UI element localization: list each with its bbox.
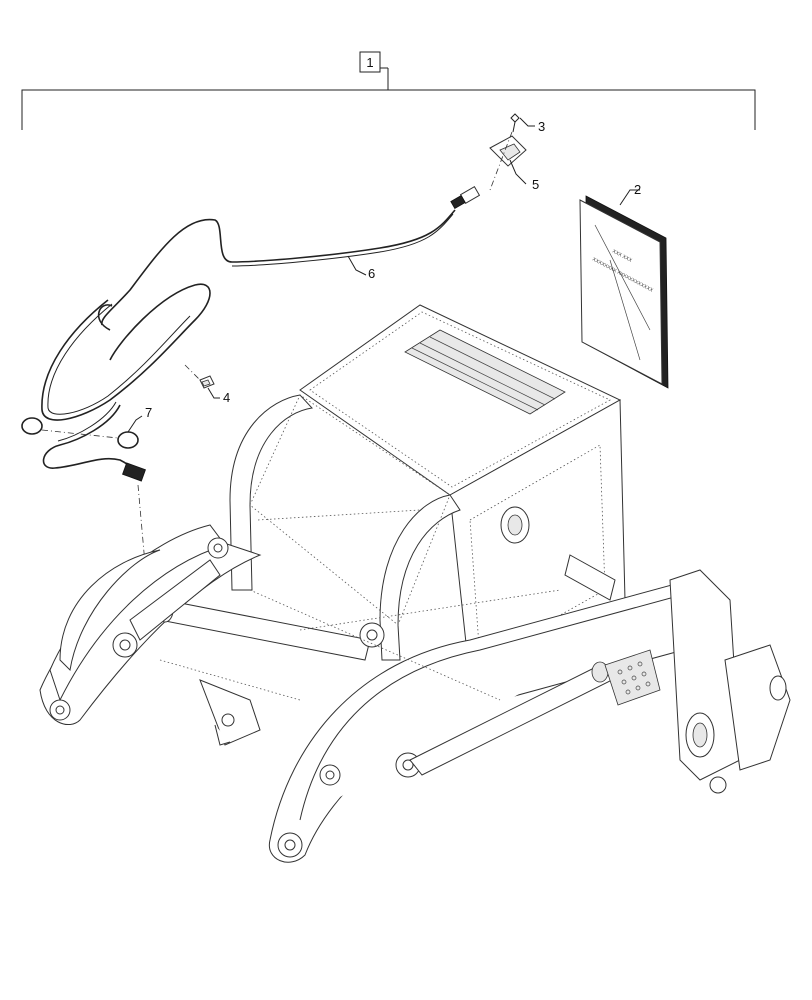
- oring-part: 7: [21, 405, 152, 449]
- roof-vent: [404, 329, 566, 415]
- callout-2-label: 2: [634, 182, 641, 197]
- callout-1-label: 1: [366, 55, 373, 70]
- callout-7-label: 7: [145, 405, 152, 420]
- wire-harness: 6: [41, 185, 481, 621]
- callout-5-label: 5: [532, 177, 539, 192]
- clip-part: 4: [199, 375, 230, 405]
- step-holes: [617, 661, 651, 695]
- callout-4-label: 4: [223, 390, 230, 405]
- kit-bracket: 1: [21, 51, 756, 130]
- callout-box-1: [359, 51, 381, 73]
- installation-manual: XXX XXX XXXXXXXX XXXXXXXXXXXX 2: [579, 182, 669, 389]
- screw-part: 3: [510, 113, 545, 134]
- bracket-part: 5: [489, 131, 539, 192]
- loader-frame: [39, 304, 791, 863]
- callout-3-label: 3: [538, 119, 545, 134]
- callout-6-label: 6: [368, 266, 375, 281]
